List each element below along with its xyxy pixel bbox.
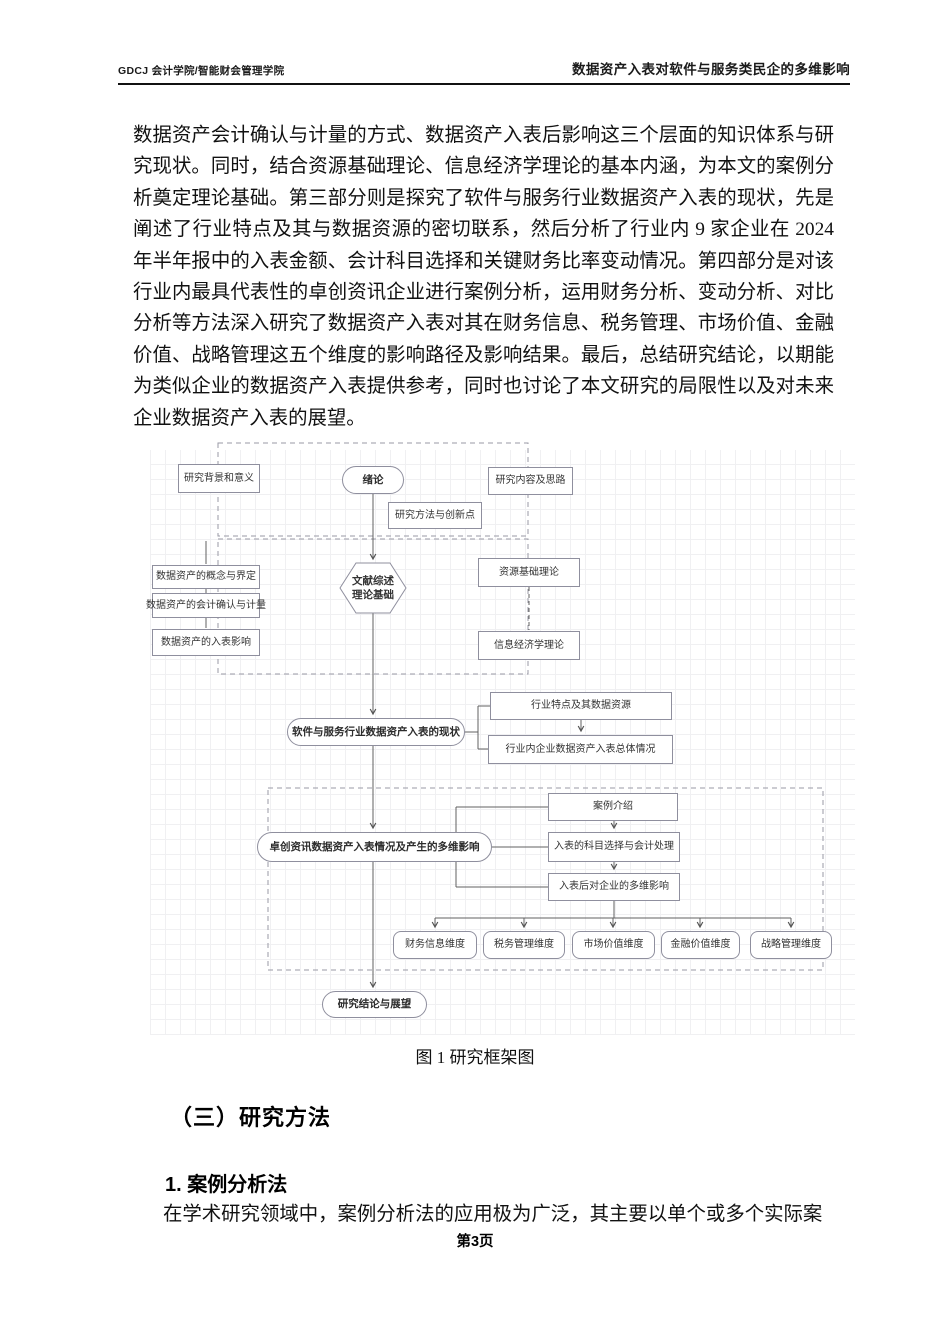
flow-node-research-background: 研究背景和意义 — [178, 464, 260, 493]
page-header: GDCJ 会计学院/智能财会管理学院 数据资产入表对软件与服务类民企的多维影响 — [118, 58, 850, 85]
header-right-title: 数据资产入表对软件与服务类民企的多维影响 — [572, 62, 850, 77]
page-number: 第3页 — [456, 1234, 494, 1250]
flow-node-industry-status: 软件与服务行业数据资产入表的现状 — [287, 718, 465, 746]
flow-node-tax-dimension: 税务管理维度 — [483, 931, 565, 959]
flow-node-financial-dimension: 财务信息维度 — [393, 931, 477, 959]
flow-node-market-dimension: 市场价值维度 — [572, 931, 655, 959]
flow-node-case-company: 卓创资讯数据资产入表情况及产生的多维影响 — [257, 832, 492, 862]
section-subheading: 1. 案例分析法 — [165, 1174, 288, 1196]
flow-node-strategy-dimension: 战略管理维度 — [750, 931, 832, 959]
flow-node-industry-overall: 行业内企业数据资产入表总体情况 — [488, 735, 673, 764]
section-heading: （三）研究方法 — [170, 1105, 332, 1130]
flow-node-finance-dimension: 金融价值维度 — [661, 931, 740, 959]
flow-node-subject-selection: 入表的科目选择与会计处理 — [548, 832, 680, 862]
flow-node-case-intro: 案例介绍 — [548, 793, 678, 821]
flow-node-multi-impact: 入表后对企业的多维影响 — [548, 873, 680, 901]
flow-node-research-content: 研究内容及思路 — [488, 467, 573, 495]
flow-node-research-methods: 研究方法与创新点 — [388, 502, 482, 529]
flow-node-industry-features: 行业特点及其数据资源 — [490, 692, 672, 720]
body-paragraph: 数据资产会计确认与计量的方式、数据资产入表后影响这三个层面的知识体系与研究现状。… — [133, 125, 834, 429]
section-paragraph: 在学术研究领域中，案例分析法的应用极为广泛，其主要以单个或多个实际案 — [163, 1204, 823, 1225]
flow-node-accounting-recognition: 数据资产的会计确认与计量 — [146, 593, 266, 618]
header-left-text: GDCJ 会计学院/智能财会管理学院 — [118, 65, 285, 77]
flow-node-conclusion: 研究结论与展望 — [322, 991, 427, 1018]
flow-node-data-asset-concept: 数据资产的概念与界定 — [152, 565, 260, 589]
flow-node-entry-impact: 数据资产的入表影响 — [152, 629, 260, 656]
figure-caption: 图 1 研究框架图 — [415, 1048, 535, 1067]
flow-node-literature-theory: 文献综述 理论基础 — [352, 574, 394, 601]
flow-node-resource-theory: 资源基础理论 — [478, 558, 580, 587]
flow-node-introduction: 绪论 — [342, 466, 404, 494]
flow-node-info-economics-theory: 信息经济学理论 — [478, 631, 580, 660]
